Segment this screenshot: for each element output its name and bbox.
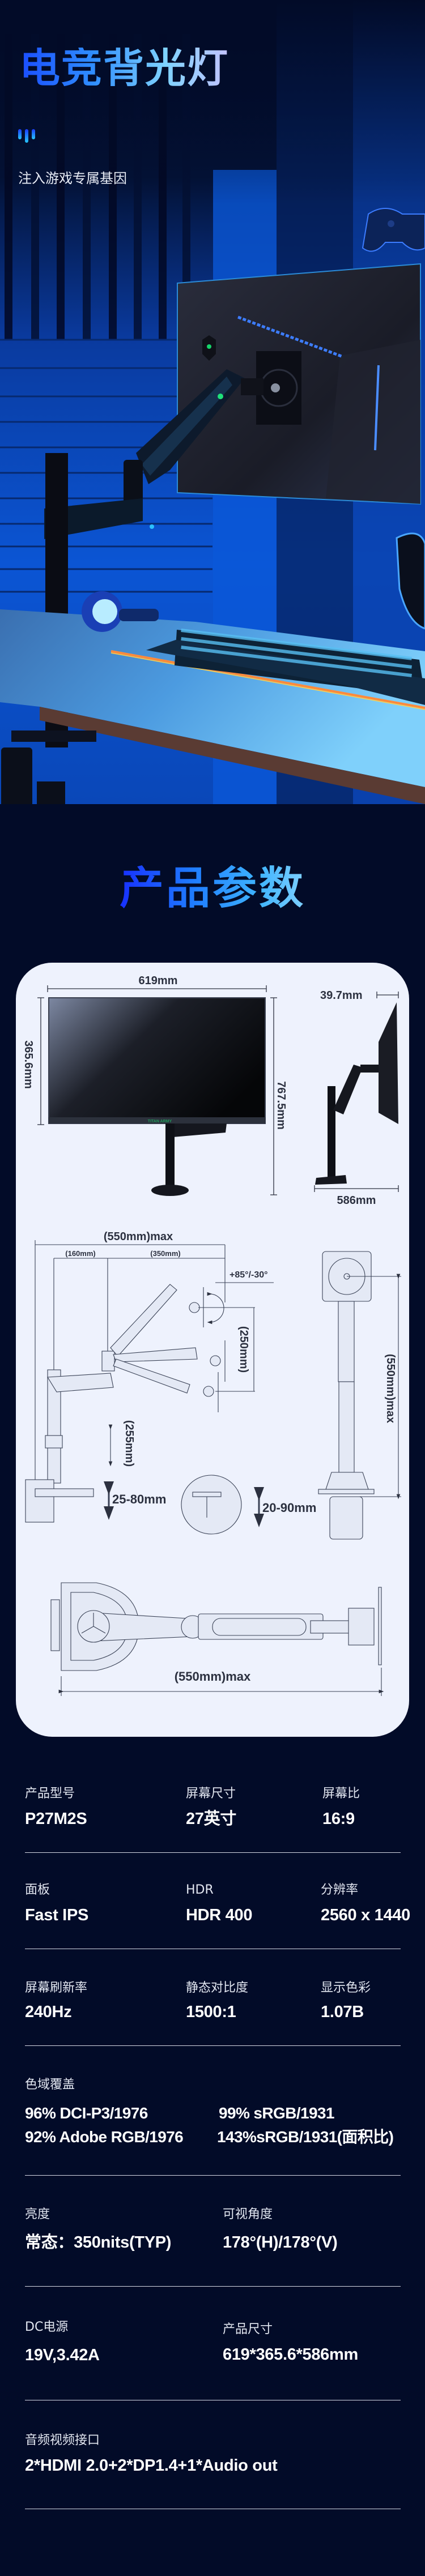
base-depth-label: 586mm — [337, 1194, 376, 1207]
spec-label-dimensions: 产品尺寸 — [223, 2322, 273, 2336]
spec-value-dimensions: 619*365.6*586mm — [223, 2346, 358, 2364]
spec-value-viewing-angle: 178°(H)/178°(V) — [223, 2233, 338, 2252]
spec-label-screen-size: 屏幕尺寸 — [186, 1787, 236, 1801]
spec-value-brightness: 常态：350nits(TYP) — [25, 2233, 172, 2252]
side-monitor — [315, 1002, 398, 1185]
front-monitor: TITAN ARMY — [48, 997, 266, 1196]
spec-value-contrast: 1500:1 — [186, 2003, 236, 2021]
spec-label-brightness: 亮度 — [25, 2207, 50, 2222]
arm-top-drawing — [50, 1582, 384, 1696]
desk-clamp — [1, 730, 96, 804]
spec-value-ports: 2*HDMI 2.0+2*DP1.4+1*Audio out — [25, 2457, 278, 2475]
arm-side-drawing — [25, 1240, 274, 1535]
side-dimension-lines — [314, 992, 399, 1192]
spec-value-colors: 1.07B — [321, 2003, 364, 2021]
spec-label-ports: 音频视频接口 — [25, 2433, 100, 2447]
spec-value-panel: Fast IPS — [25, 1906, 89, 1924]
hero-title: 电竞背光灯 — [19, 44, 230, 92]
equalizer-icon — [18, 129, 35, 143]
spec-label-panel: 面板 — [25, 1883, 50, 1897]
section-title: 产品参数 — [0, 866, 425, 911]
monitor-arm — [44, 369, 264, 747]
total-height-label: 767.5mm — [275, 1081, 287, 1130]
spec-label-hdr: HDR — [186, 1883, 214, 1897]
reach-max-label: (550mm)max — [104, 1231, 173, 1243]
section-title-text: 产品参数 — [119, 863, 305, 914]
spec-label-contrast: 静态对比度 — [186, 1981, 249, 1995]
front-dimension-lines — [37, 985, 277, 1195]
keyboard — [146, 629, 425, 705]
lift-label: (250mm) — [237, 1326, 250, 1373]
spec-value-srgb-area: 143%sRGB/1931(面积比) — [217, 2128, 394, 2146]
game-controller — [362, 208, 425, 252]
spec-label-colors: 显示色彩 — [321, 1981, 371, 1995]
segment-2-label: (350mm) — [150, 1249, 180, 1258]
spec-label-resolution: 分辨率 — [321, 1883, 359, 1897]
grommet-range-label: 20-90mm — [262, 1501, 316, 1515]
divider — [25, 2175, 401, 2176]
divider — [25, 2286, 401, 2287]
tilt-label: +85°/-30° — [230, 1270, 268, 1280]
pole-adjust-label: (255mm) — [123, 1420, 135, 1467]
arm-front-drawing — [318, 1251, 401, 1540]
screen-height-label: 365.6mm — [22, 1040, 35, 1089]
spec-label-refresh-rate: 屏幕刷新率 — [25, 1981, 88, 1995]
spec-value-srgb: 99% sRGB/1931 — [219, 2104, 334, 2122]
top-reach-max-label: (550mm)max — [175, 1669, 251, 1684]
spec-value-model: P27M2S — [25, 1810, 87, 1828]
spec-value-power: 19V,3.42A — [25, 2346, 100, 2364]
spec-label-gamut: 色域覆盖 — [25, 2078, 75, 2092]
height-max-label: (550mm)max — [384, 1354, 397, 1423]
hero-scene-illustration — [0, 0, 425, 804]
spec-label-model: 产品型号 — [25, 1787, 75, 1801]
spec-value-hdr: HDR 400 — [186, 1906, 253, 1924]
depth-label: 39.7mm — [320, 989, 363, 1002]
headphones — [82, 591, 159, 632]
spec-label-power: DC电源 — [25, 2320, 69, 2334]
clamp-range-label: 25-80mm — [112, 1492, 166, 1506]
divider — [25, 1852, 401, 1853]
spec-label-aspect-ratio: 屏幕比 — [322, 1787, 360, 1801]
spec-label-viewing-angle: 可视角度 — [223, 2207, 273, 2222]
spec-value-refresh-rate: 240Hz — [25, 2003, 72, 2021]
spec-value-resolution: 2560 x 1440 — [321, 1906, 410, 1924]
segment-1-label: (160mm) — [65, 1249, 95, 1258]
spec-value-dci-p3: 96% DCI-P3/1976 — [25, 2104, 148, 2122]
spec-value-screen-size: 27英寸 — [186, 1810, 237, 1828]
dimension-diagram: TITAN ARMY 619mm 365.6mm 767.5mm 39.7mm … — [22, 975, 401, 1696]
monitor-back — [177, 263, 421, 505]
divider — [25, 2045, 401, 2046]
spec-value-aspect-ratio: 16:9 — [322, 1810, 355, 1828]
hero-subtitle: 注入游戏专属基因 — [18, 170, 127, 186]
width-label: 619mm — [139, 975, 178, 987]
brand-logo: TITAN ARMY — [148, 1120, 172, 1123]
spec-value-adobe-rgb: 92% Adobe RGB/1976 — [25, 2128, 184, 2146]
hero-banner: 电竞背光灯 注入游戏专属基因 — [0, 0, 425, 804]
